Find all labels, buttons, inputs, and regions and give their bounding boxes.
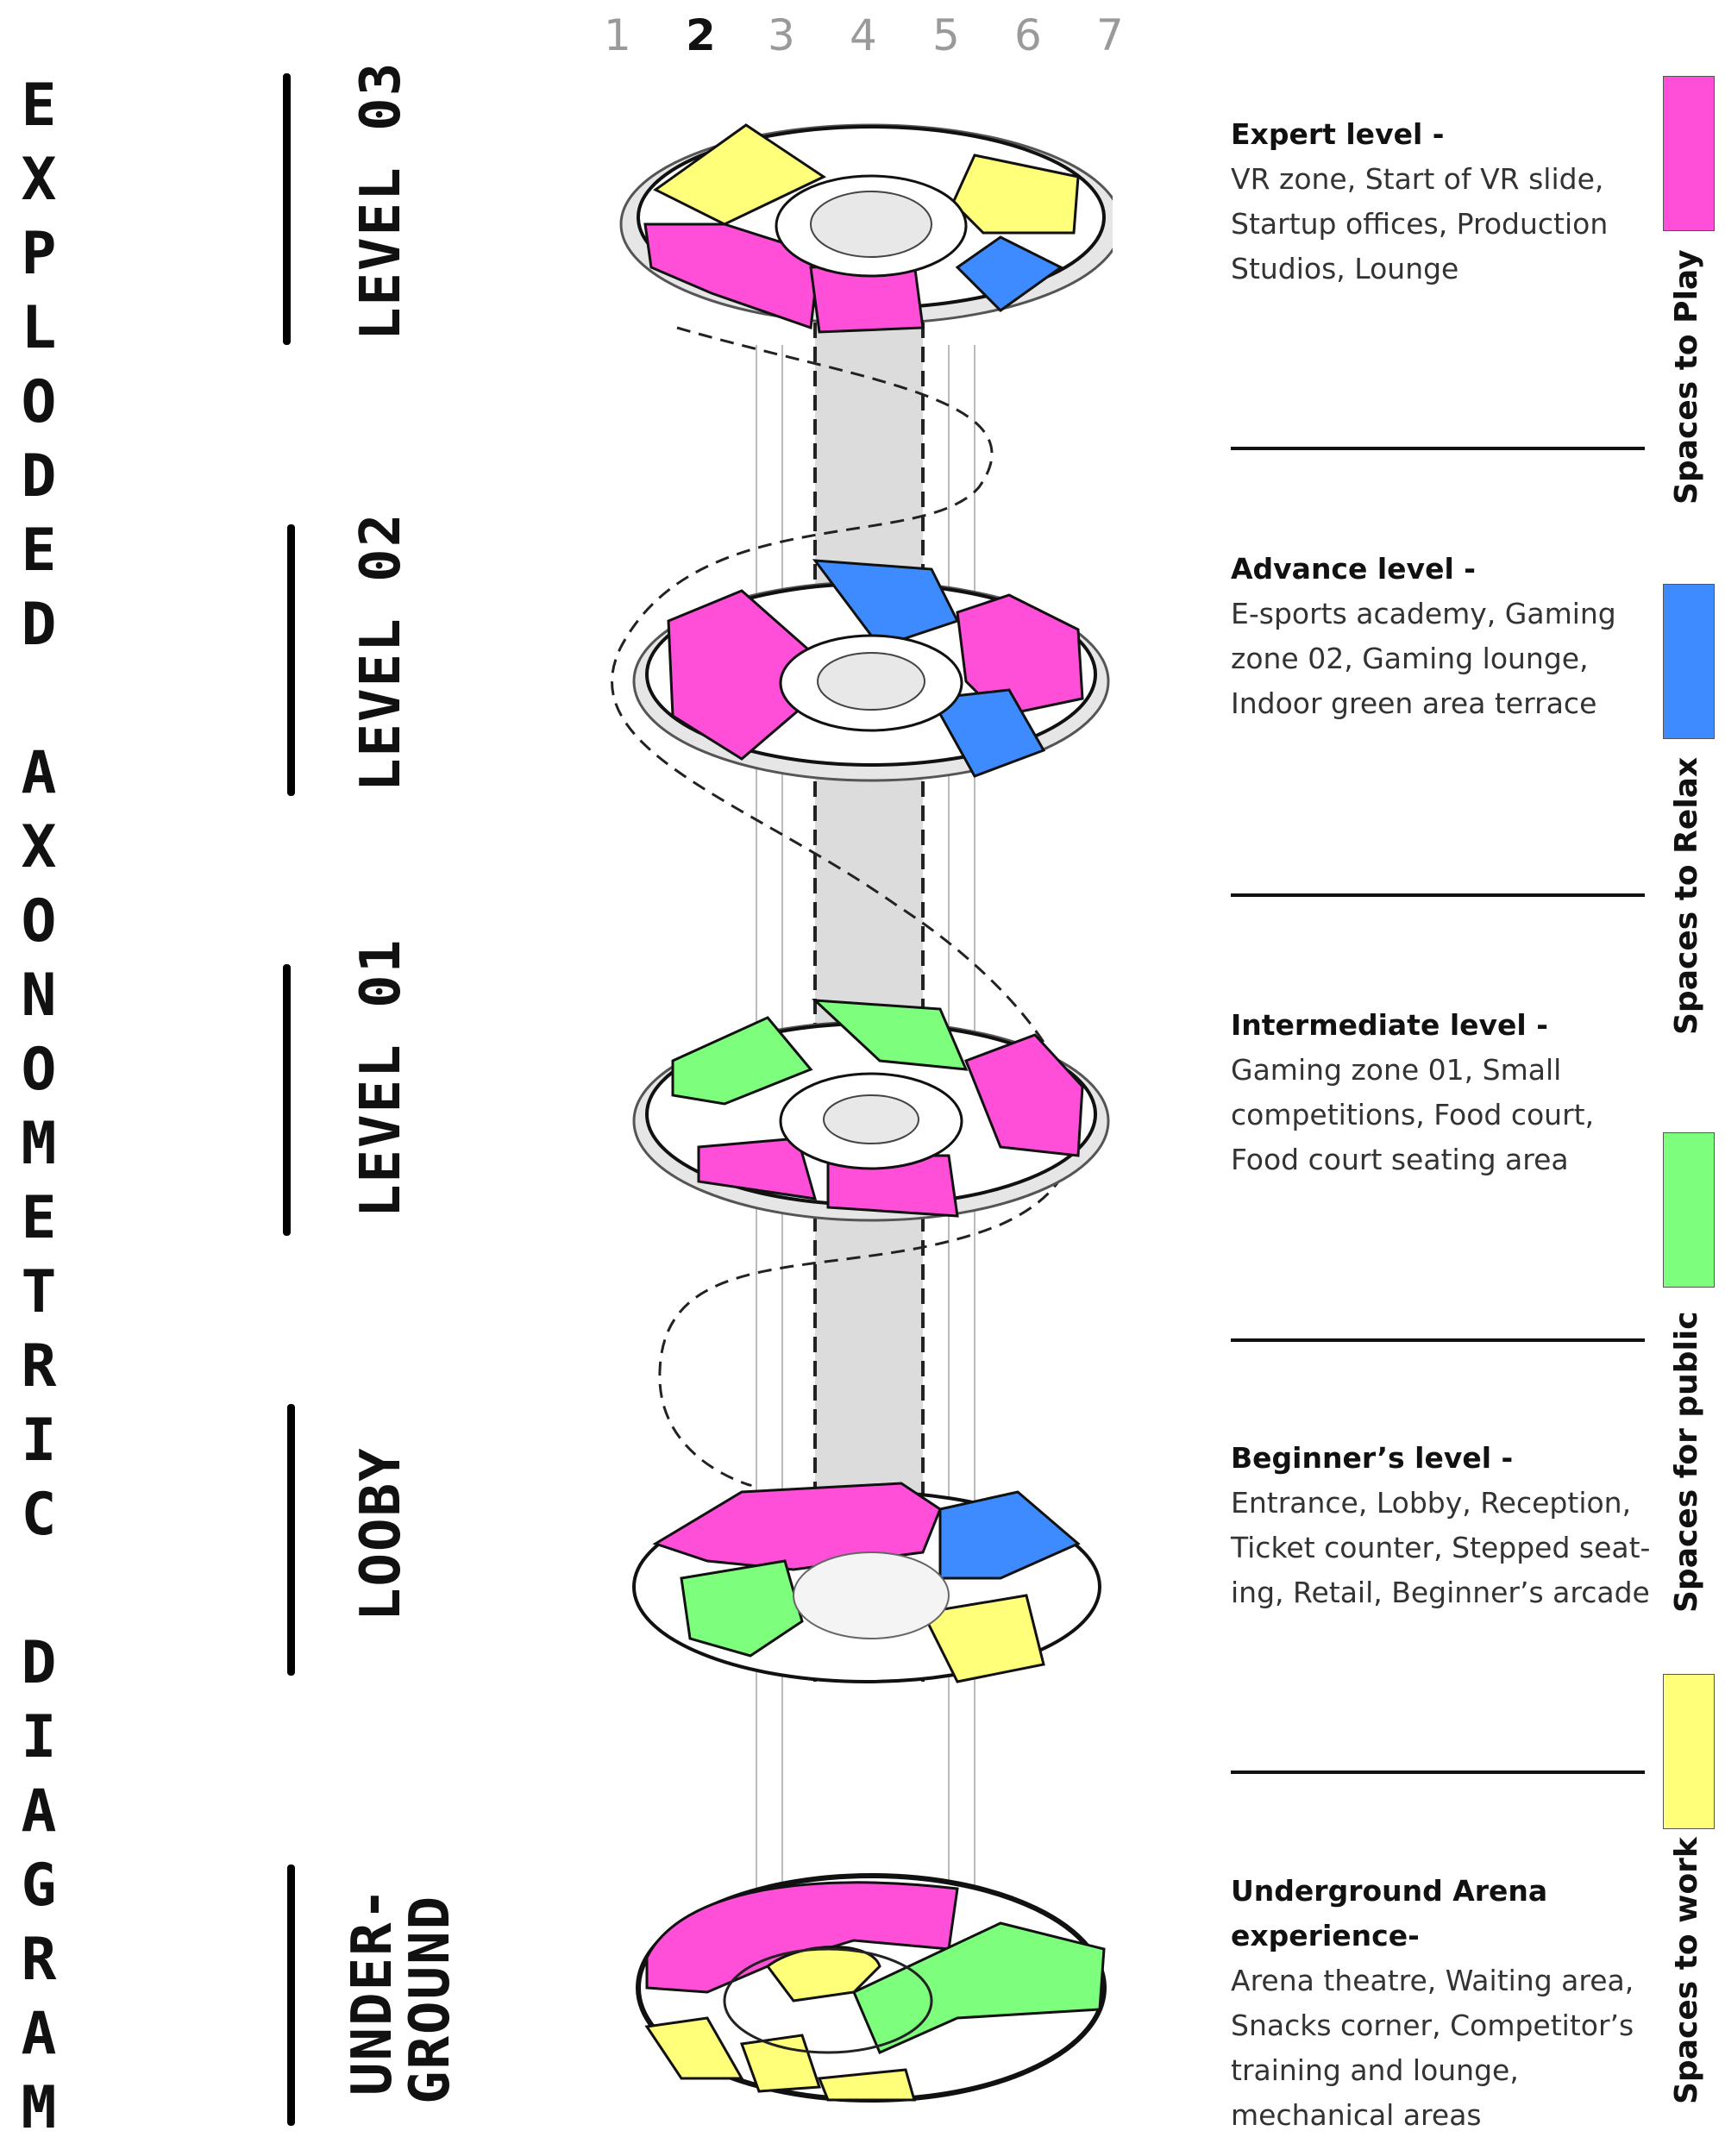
lobby-bar [287, 1404, 295, 1676]
title-letter: P [22, 217, 57, 291]
legend-swatch-work [1663, 1674, 1715, 1829]
advance-body: E-sports academy, Gaming zone 02, Gaming… [1231, 597, 1616, 720]
expert-description: Expert level - VR zone, Start of VR slid… [1231, 112, 1662, 291]
title-letter: E [22, 514, 57, 588]
title-letter: A [22, 1997, 57, 2071]
title-letter: E [22, 1181, 57, 1256]
title-letter: X [22, 143, 57, 217]
level03-bar [283, 73, 291, 345]
title-letter: N [22, 959, 57, 1033]
column-number-1: 1 [604, 10, 631, 60]
title-letter: X [22, 811, 57, 885]
title-letter: D [22, 1626, 57, 1701]
title-letter: C [22, 1478, 57, 1552]
column-number-7: 7 [1096, 10, 1124, 60]
divider-2 [1231, 893, 1645, 897]
title-letter: T [22, 1256, 57, 1330]
level02-plan [634, 561, 1108, 780]
column-number-5: 5 [932, 10, 960, 60]
title-letter: O [22, 885, 57, 959]
advance-description: Advance level - E-sports academy, Gaming… [1231, 547, 1662, 726]
underground-description: Underground Arena experience- Arena thea… [1231, 1869, 1662, 2138]
level02-label: LEVEL 02 [349, 512, 413, 792]
column-number-4: 4 [850, 10, 877, 60]
legend-swatch-play [1663, 76, 1715, 231]
title-letter: L [22, 291, 57, 366]
lobby-plan [634, 1483, 1100, 1682]
legend-swatch-relax [1663, 584, 1715, 739]
title-letter: M [22, 2071, 57, 2146]
legend-label-relax: Spaces to Relax [1669, 757, 1704, 1035]
column-number-6: 6 [1014, 10, 1042, 60]
exploded-axonometric-drawing [595, 95, 1113, 2147]
advance-title: Advance level - [1231, 547, 1662, 592]
legend-label-play: Spaces to Play [1669, 249, 1704, 505]
lobby-label: LOOBY [349, 1446, 413, 1621]
intermediate-title: Intermediate level - [1231, 1003, 1662, 1048]
beginner-title: Beginner’s level - [1231, 1436, 1662, 1481]
underground-label-2: GROUND [398, 1895, 462, 2104]
title-letter: R [22, 1923, 57, 1997]
title-letter: I [22, 1404, 57, 1478]
title-letter: E [22, 69, 57, 143]
title-letter: O [22, 1033, 57, 1107]
underground-label-1: UNDER- [341, 1886, 405, 2096]
underground-title: Underground Arena experience- [1231, 1869, 1662, 1959]
underground-bar [287, 1865, 295, 2126]
beginner-body: Entrance, Lobby, Reception, Ticket count… [1231, 1486, 1650, 1609]
level03-plan [621, 125, 1113, 332]
title-letter: G [22, 1849, 57, 1923]
level02-bar [287, 524, 295, 796]
legend-swatch-public [1663, 1132, 1715, 1288]
intermediate-body: Gaming zone 01, Small competitions, Food… [1231, 1053, 1594, 1176]
column-number-2: 2 [686, 10, 716, 60]
title-letter: A [22, 1775, 57, 1849]
legend-label-work: Spaces to work [1669, 1837, 1704, 2104]
expert-title: Expert level - [1231, 112, 1662, 157]
underground-plan [638, 1876, 1104, 2100]
legend-label-public: Spaces for public [1669, 1311, 1704, 1613]
title-letter: R [22, 1330, 57, 1404]
expert-body: VR zone, Start of VR slide, Startup offi… [1231, 162, 1608, 285]
title-letter: D [22, 440, 57, 514]
beginner-description: Beginner’s level - Entrance, Lobby, Rece… [1231, 1436, 1662, 1615]
level03-label: LEVEL 03 [349, 61, 413, 341]
divider-1 [1231, 447, 1645, 450]
title-letter: D [22, 588, 57, 662]
intermediate-description: Intermediate level - Gaming zone 01, Sma… [1231, 1003, 1662, 1182]
divider-4 [1231, 1771, 1645, 1774]
level01-bar [283, 964, 291, 1236]
title-letter: O [22, 366, 57, 440]
title-letter: A [22, 736, 57, 811]
underground-body: Arena theatre, Waiting area, Snacks corn… [1231, 1964, 1634, 2132]
title-letter: M [22, 1107, 57, 1181]
title-letter: I [22, 1701, 57, 1775]
column-number-3: 3 [768, 10, 795, 60]
divider-3 [1231, 1338, 1645, 1342]
level01-label: LEVEL 01 [349, 938, 413, 1218]
